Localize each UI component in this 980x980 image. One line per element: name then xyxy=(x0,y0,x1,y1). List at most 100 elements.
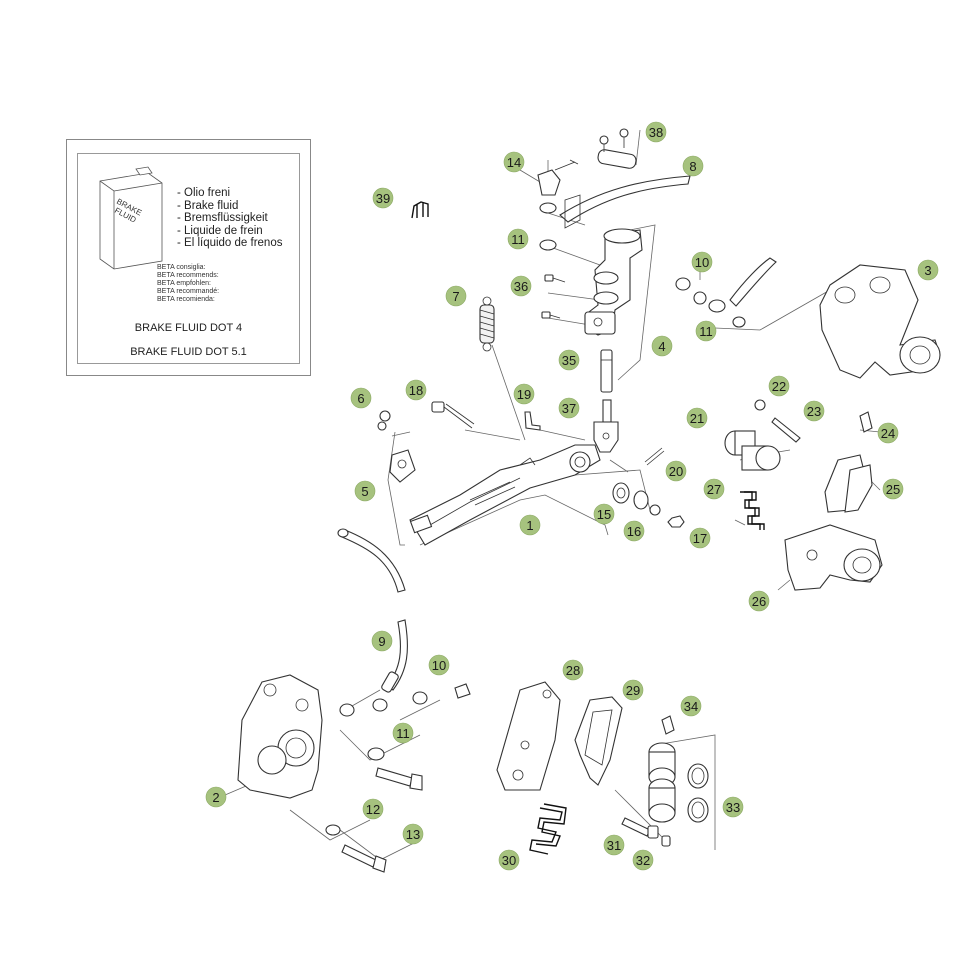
callout-number: 20 xyxy=(669,464,683,479)
callout-badge xyxy=(803,400,825,422)
callout-34: 34 xyxy=(680,695,702,717)
callout-31: 31 xyxy=(603,834,625,856)
callout-7: 7 xyxy=(445,285,467,307)
callout-number: 11 xyxy=(396,726,410,741)
hose-top xyxy=(559,175,691,229)
hose-lever xyxy=(337,528,406,593)
callout-10: 10 xyxy=(691,251,713,273)
pistons-front xyxy=(648,742,709,823)
bleeder-front xyxy=(661,715,675,735)
callout-11: 11 xyxy=(392,722,414,744)
callout-3: 3 xyxy=(917,259,939,281)
callout-number: 23 xyxy=(807,404,821,419)
callout-36: 36 xyxy=(510,275,532,297)
clevis xyxy=(593,399,619,453)
callout-number: 21 xyxy=(690,411,704,426)
callout-number: 22 xyxy=(772,379,786,394)
callout-24: 24 xyxy=(877,422,899,444)
callout-badge xyxy=(513,383,535,405)
callout-number: 11 xyxy=(511,232,525,247)
callout-26: 26 xyxy=(748,590,770,612)
callout-22: 22 xyxy=(768,375,790,397)
callout-number: 29 xyxy=(626,683,640,698)
recommend-it: BETA consiglia: xyxy=(157,264,206,271)
callout-badge xyxy=(593,503,615,525)
callout-number: 1 xyxy=(526,518,533,533)
brake-fluid-info-box: BRAKE FLUID - Olio freni - Brake fluid -… xyxy=(66,139,311,376)
callout-number: 28 xyxy=(566,663,580,678)
callout-18: 18 xyxy=(405,379,427,401)
spec-dot4: BRAKE FLUID DOT 4 xyxy=(134,322,243,334)
spring-clip-27 xyxy=(740,491,765,530)
spec-dot51: BRAKE FLUID DOT 5.1 xyxy=(130,346,247,358)
pin-31 xyxy=(621,817,671,847)
callout-badge xyxy=(695,320,717,342)
callout-badge xyxy=(507,228,529,250)
callout-badge xyxy=(362,798,384,820)
callout-16: 16 xyxy=(623,520,645,542)
callout-10: 10 xyxy=(428,654,450,676)
fluid-name-en: - Brake fluid xyxy=(177,199,239,212)
bracket-5 xyxy=(389,449,416,483)
callout-38: 38 xyxy=(645,121,667,143)
callout-11: 11 xyxy=(695,320,717,342)
caliper-bracket xyxy=(784,524,883,591)
callout-number: 9 xyxy=(378,634,385,649)
callout-32: 32 xyxy=(632,849,654,871)
callout-number: 13 xyxy=(406,827,420,842)
callout-badge xyxy=(686,407,708,429)
callout-badge xyxy=(392,722,414,744)
callout-number: 24 xyxy=(881,426,895,441)
callout-39: 39 xyxy=(372,187,394,209)
callout-21: 21 xyxy=(686,407,708,429)
callout-badge xyxy=(722,796,744,818)
callout-1: 1 xyxy=(519,514,541,536)
callout-badge xyxy=(558,349,580,371)
callout-number: 8 xyxy=(689,159,696,174)
callout-badge xyxy=(917,259,939,281)
pads-rear xyxy=(824,454,873,513)
spring-clip-30 xyxy=(529,803,567,855)
callout-badge xyxy=(665,460,687,482)
cotter xyxy=(524,411,541,431)
callout-badge xyxy=(405,379,427,401)
callout-35: 35 xyxy=(558,349,580,371)
callout-badge xyxy=(703,478,725,500)
callout-number: 36 xyxy=(514,279,528,294)
callout-number: 25 xyxy=(886,482,900,497)
callout-number: 10 xyxy=(432,658,446,673)
callout-6: 6 xyxy=(350,387,372,409)
recommend-list: BETA consiglia: BETA recommends: BETA em… xyxy=(157,264,219,304)
callout-number: 12 xyxy=(366,802,380,817)
callout-badge xyxy=(498,849,520,871)
callout-20: 20 xyxy=(665,460,687,482)
bracket-6 xyxy=(377,410,391,431)
reservoir-cover xyxy=(597,128,637,169)
recommend-es: BETA recomienda: xyxy=(157,296,215,303)
front-caliper xyxy=(237,674,323,799)
callout-badge xyxy=(519,514,541,536)
recommend-de: BETA empfohlen: xyxy=(157,280,211,287)
callout-badge xyxy=(428,654,450,676)
callout-12: 12 xyxy=(362,798,384,820)
callout-30: 30 xyxy=(498,849,520,871)
callout-number: 38 xyxy=(649,125,663,140)
callout-badge xyxy=(558,397,580,419)
callout-badge xyxy=(622,679,644,701)
callout-number: 39 xyxy=(376,191,390,206)
callout-29: 29 xyxy=(622,679,644,701)
pin-20 xyxy=(644,447,665,466)
callout-number: 19 xyxy=(517,387,531,402)
callout-23: 23 xyxy=(803,400,825,422)
callout-number: 31 xyxy=(607,838,621,853)
callout-number: 2 xyxy=(212,790,219,805)
caliper-bolts xyxy=(325,747,423,873)
callout-9: 9 xyxy=(371,630,393,652)
fluid-name-it: - Olio freni xyxy=(177,187,231,199)
callout-number: 26 xyxy=(752,594,766,609)
brake-fluid-bottle-icon: BRAKE FLUID xyxy=(99,166,163,270)
callout-37: 37 xyxy=(558,397,580,419)
recommend-fr: BETA recommandé: xyxy=(157,288,220,295)
clip-39 xyxy=(411,201,429,219)
